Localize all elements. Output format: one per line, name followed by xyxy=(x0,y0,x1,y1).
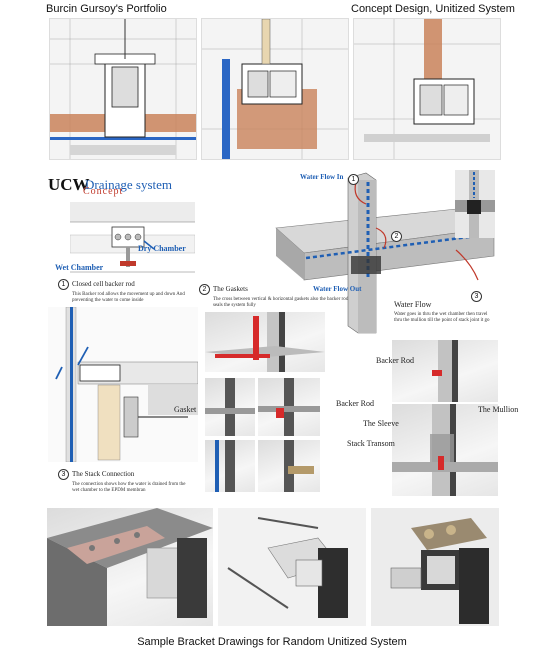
stack-transom-label: Stack Transom xyxy=(347,439,395,448)
drainage-subtitle: Concept xyxy=(83,186,124,197)
sleeve-mullion-render xyxy=(392,404,498,496)
drainage-title: Drainage system xyxy=(85,177,173,192)
water-flow-out-label: Water Flow Out xyxy=(313,285,362,293)
gasket-render-5 xyxy=(258,440,320,492)
gasket-render-3 xyxy=(258,378,320,436)
bracket-render-1 xyxy=(47,508,213,626)
water-flow-label: Water Flow xyxy=(394,300,432,309)
backer-rod-label-2: Backer Rod xyxy=(376,356,414,365)
wet-chamber-label: Wet Chamber xyxy=(55,263,104,272)
step-2-title: The Gaskets xyxy=(213,285,248,293)
step-2-marker: 2 xyxy=(199,284,210,295)
step-1-marker: 1 xyxy=(58,279,69,290)
flow-marker-1: 1 xyxy=(348,174,359,185)
flow-marker-3: 3 xyxy=(471,291,482,302)
water-flow-text: Water goes in thru the wet chamber then … xyxy=(394,312,490,323)
step-3-marker: 3 xyxy=(58,469,69,480)
water-flow-in-label: Water Flow In xyxy=(300,173,344,181)
step-3-title: The Stack Connection xyxy=(72,470,135,478)
gasket-label: Gasket xyxy=(174,405,197,414)
cad-drawing-1 xyxy=(49,18,197,160)
drainage-title-main: UCW xyxy=(48,175,90,194)
the-sleeve-label: The Sleeve xyxy=(363,419,399,428)
backer-rod-label-1: Backer Rod xyxy=(336,399,374,408)
page-title: Concept Design, Unitized System xyxy=(351,3,515,15)
portfolio-title: Burcin Gursoy's Portfolio xyxy=(46,3,167,15)
inset-render xyxy=(455,170,495,238)
the-mullion-label: The Mullion xyxy=(478,405,519,414)
step-1-title: Closed cell backer rod xyxy=(72,280,135,288)
flow-marker-2: 2 xyxy=(391,231,402,242)
cad-drawing-3 xyxy=(353,18,501,160)
caption: Sample Bracket Drawings for Random Uniti… xyxy=(137,636,407,648)
water-flow-render xyxy=(266,168,498,336)
gasket-render-2 xyxy=(205,378,255,436)
bracket-render-2 xyxy=(218,508,366,626)
bracket-render-3 xyxy=(371,508,499,626)
cad-drawing-2 xyxy=(201,18,349,160)
gasket-render-4 xyxy=(205,440,255,492)
dry-chamber-label: Dry Chamber xyxy=(138,244,186,253)
stack-connection-drawing xyxy=(48,306,199,463)
step-3-text: The connection shows how the water is dr… xyxy=(72,482,186,493)
gasket-render-1 xyxy=(205,312,325,372)
step-1-text: This Backer rod allows the movement up a… xyxy=(72,292,185,303)
step-2-text: The cross between vertical & horizontal … xyxy=(213,297,349,308)
backer-rod-render xyxy=(392,340,498,402)
